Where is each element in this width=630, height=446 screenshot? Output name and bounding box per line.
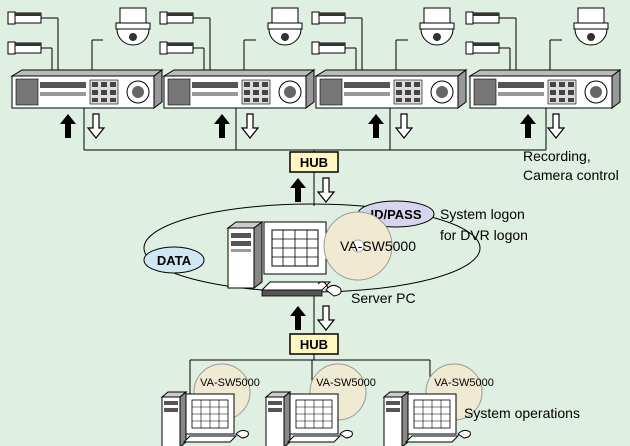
dvr-group-1 [7,7,163,139]
mouse-icon [235,429,249,439]
box-camera-icon [465,41,509,55]
keyboard-icon [286,435,342,443]
id-pass-label: ID/PASS [370,207,421,222]
client-software-label: VA-SW5000 [200,377,260,389]
server-pc-caption: Server PC [351,290,416,306]
server-tower-icon [227,221,263,289]
box-camera-icon [159,41,203,55]
up-arrow-icon [290,306,306,330]
server-pc: VA-SW5000 [227,211,416,297]
down-arrow-icon [317,177,335,203]
down-arrow-icon [547,113,565,139]
dome-camera-icon [419,7,455,46]
recording-annotation-line2: Camera control [523,167,619,183]
up-arrow-icon [60,114,76,138]
system-logon-line2: for DVR logon [440,227,528,243]
box-camera-icon [159,11,203,25]
dvr-group-2 [159,7,315,139]
hub-label: HUB [300,337,328,352]
up-arrow-icon [214,114,230,138]
mouse-icon [325,284,342,297]
recording-annotation-line1: Recording, [523,148,591,164]
client-software-label: VA-SW5000 [434,377,494,389]
client-tower-icon [161,391,187,446]
keyboard-icon [404,435,460,443]
client-tower-icon [383,391,409,446]
up-arrow-icon [290,178,306,202]
box-camera-icon [7,41,51,55]
system-operations-annotation: System operations [464,405,580,421]
dvr-recorder-icon [315,69,467,109]
dvr-recorder-icon [11,69,163,109]
client-pc-2: VA-SW5000 [265,363,376,446]
dvr-recorder-icon [163,69,315,109]
box-camera-icon [7,11,51,25]
dome-camera-icon [573,7,609,46]
down-arrow-icon [241,113,259,139]
dvr-group-4 [465,7,621,139]
down-arrow-icon [317,305,335,331]
mouse-icon [457,429,471,439]
server-software-label: VA-SW5000 [340,238,416,254]
down-arrow-icon [87,113,105,139]
upper-hub: HUB [289,151,339,173]
hub-label: HUB [300,155,328,170]
mouse-icon [339,429,353,439]
client-pc-1: VA-SW5000 [161,363,260,446]
down-arrow-icon [395,113,413,139]
box-camera-icon [465,11,509,25]
dvr-group-3 [311,7,467,139]
box-camera-icon [311,41,355,55]
client-tower-icon [265,391,291,446]
data-label: DATA [157,253,192,268]
keyboard-icon [260,281,332,291]
dvr-network-bus [83,108,547,152]
dvr-recorder-icon [469,69,621,109]
up-arrow-icon [368,114,384,138]
box-camera-icon [311,11,355,25]
keyboard-icon [182,435,238,443]
data-badge: DATA [143,246,205,274]
client-pc-3: VA-SW5000 [383,363,494,446]
client-software-label: VA-SW5000 [316,377,376,389]
up-arrow-icon [520,114,536,138]
lower-hub: HUB [289,333,339,355]
system-logon-line1: System logon [440,206,525,222]
dome-camera-icon [267,7,303,46]
dome-camera-icon [115,7,151,46]
